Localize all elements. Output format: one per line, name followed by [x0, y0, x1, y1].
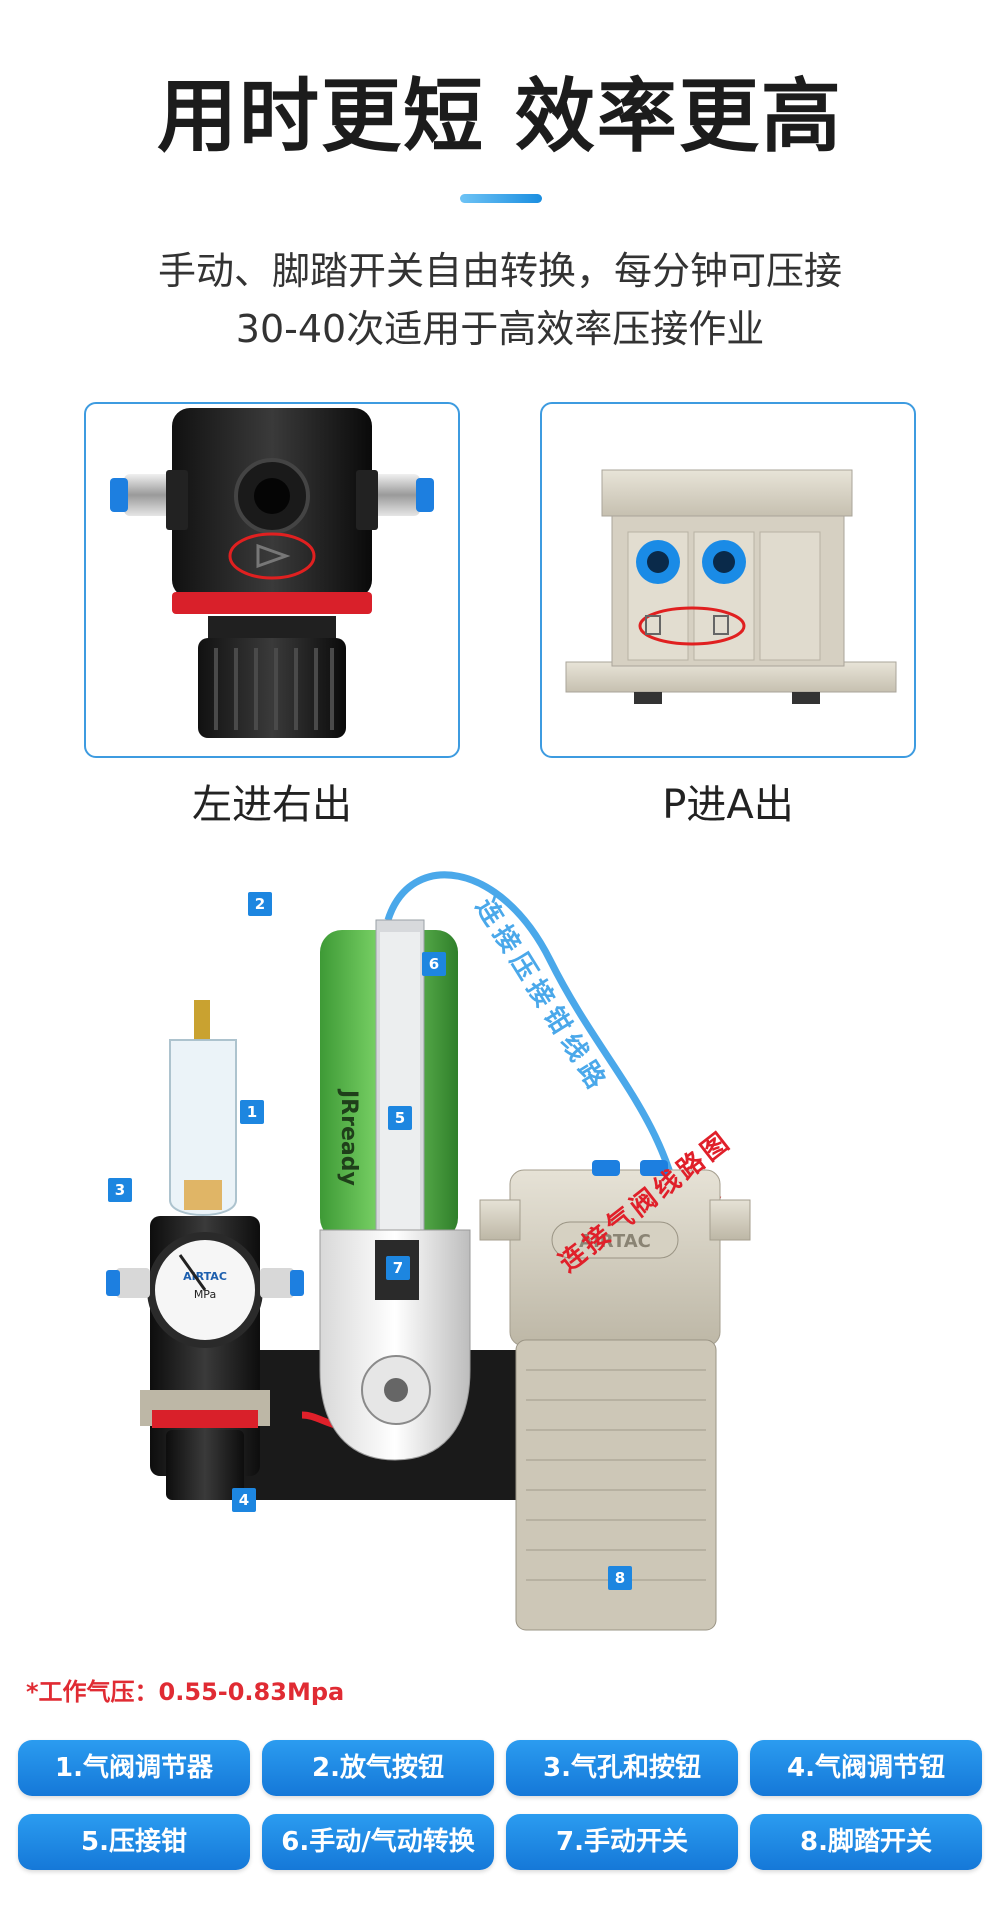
tag-1: 1 — [240, 1100, 264, 1124]
crimping-assembly-illustration: JRready AIRTAC MPa AIRTAC — [80, 870, 920, 1670]
tag-6: 6 — [422, 952, 446, 976]
valve-photo-card — [540, 402, 916, 758]
legend-item-6: 6.手动/气动转换 — [262, 1814, 494, 1870]
tag-4: 4 — [232, 1488, 256, 1512]
valve-photo — [565, 469, 897, 704]
legend-item-8: 8.脚踏开关 — [750, 1814, 982, 1870]
tag-5: 5 — [388, 1106, 412, 1130]
regulator-photo — [110, 408, 434, 738]
crimper-brand-text: JRready — [336, 1088, 361, 1186]
valve-caption: P进A出 — [662, 782, 794, 828]
assembly-drawing: JRready AIRTAC MPa AIRTAC — [106, 871, 751, 1631]
gauge-brand-text: AIRTAC — [183, 1270, 227, 1283]
legend-item-5: 5.压接钳 — [18, 1814, 250, 1870]
pedal-brand-text: AIRTAC — [579, 1231, 651, 1252]
working-pressure-note: *工作气压：0.55-0.83Mpa — [26, 1678, 345, 1706]
legend-item-4: 4.气阀调节钮 — [750, 1740, 982, 1796]
legend-item-1: 1.气阀调节器 — [18, 1740, 250, 1796]
subtitle: 手动、脚踏开关自由转换，每分钟可压接 30-40次适用于高效率压接作业 — [0, 242, 1000, 358]
regulator-caption: 左进右出 — [192, 782, 352, 828]
legend-item-3: 3.气孔和按钮 — [506, 1740, 738, 1796]
subtitle-line-1: 手动、脚踏开关自由转换，每分钟可压接 — [157, 249, 842, 293]
legend-item-7: 7.手动开关 — [506, 1814, 738, 1870]
title-accent-bar — [460, 194, 542, 203]
regulator-photo-card — [84, 402, 460, 758]
parts-legend: 1.气阀调节器 2.放气按钮 3.气孔和按钮 4.气阀调节钮 5.压接钳 6.手… — [18, 1740, 982, 1870]
legend-item-2: 2.放气按钮 — [262, 1740, 494, 1796]
tag-7: 7 — [386, 1256, 410, 1280]
tag-2: 2 — [248, 892, 272, 916]
tag-3: 3 — [108, 1178, 132, 1202]
gauge-unit-text: MPa — [194, 1288, 216, 1301]
subtitle-line-2: 30-40次适用于高效率压接作业 — [235, 307, 765, 351]
tag-8: 8 — [608, 1566, 632, 1590]
page-title: 用时更短 效率更高 — [157, 70, 843, 163]
